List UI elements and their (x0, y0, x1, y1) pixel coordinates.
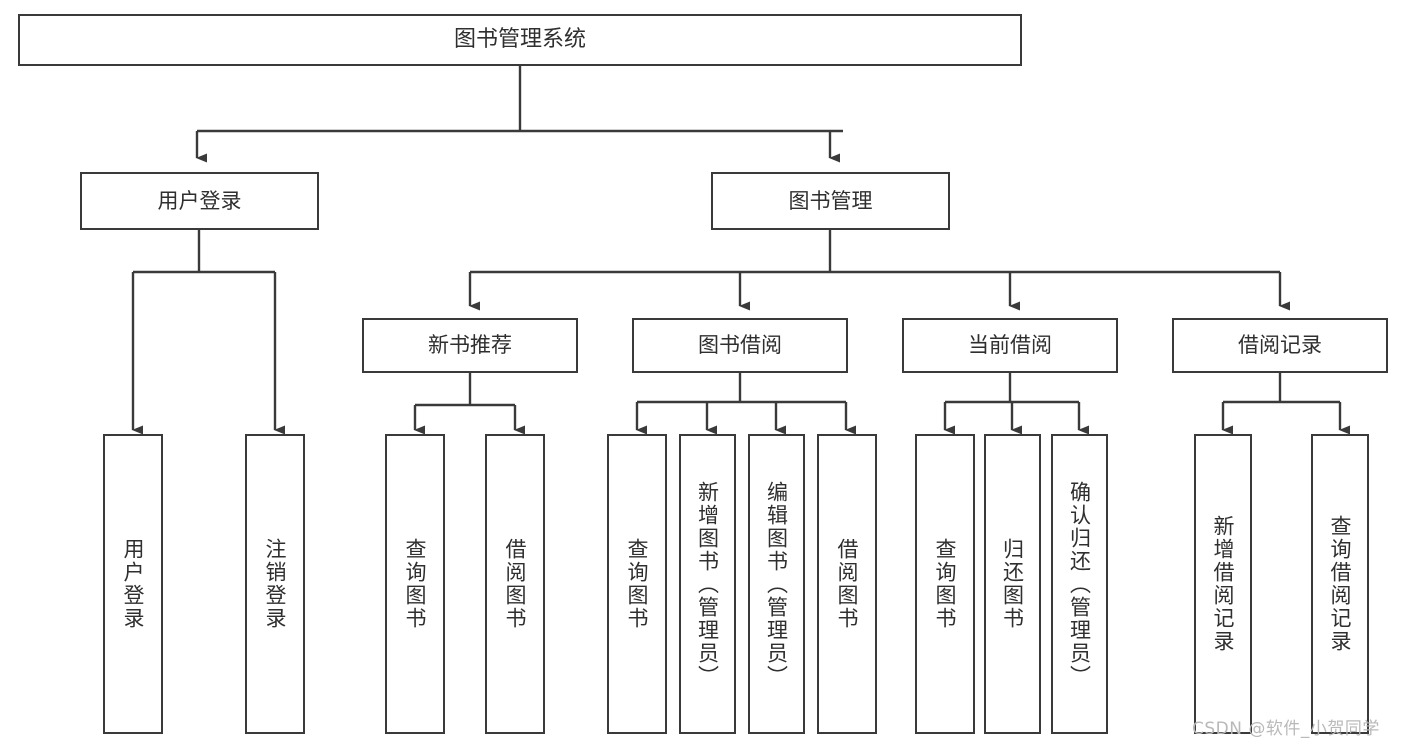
node-label: 用户登录 (157, 188, 242, 213)
node-label: 借阅图书 (503, 538, 528, 630)
node-user-login[interactable]: 用户登录 (80, 172, 319, 230)
node-label: 借阅记录 (1238, 333, 1322, 358)
node-new-book-recommend[interactable]: 新书推荐 (362, 318, 578, 373)
leaf-new-book-query-book[interactable]: 查询图书 (385, 434, 445, 734)
leaf-book-borrow-borrow-book[interactable]: 借阅图书 (817, 434, 877, 734)
node-label: 用户登录 (121, 538, 146, 630)
node-label: 新增借阅记录 (1211, 515, 1236, 653)
leaf-current-borrow-return-book[interactable]: 归还图书 (984, 434, 1041, 734)
leaf-new-book-borrow-book[interactable]: 借阅图书 (485, 434, 545, 734)
node-borrow-record[interactable]: 借阅记录 (1172, 318, 1388, 373)
leaf-book-borrow-add-book-admin[interactable]: 新增图书（管理员） (679, 434, 736, 734)
node-current-borrow[interactable]: 当前借阅 (902, 318, 1118, 373)
node-label: 查询图书 (625, 538, 650, 630)
node-label: 借阅图书 (835, 538, 860, 630)
leaf-user-login-login[interactable]: 用户登录 (103, 434, 163, 734)
node-label: 查询借阅记录 (1328, 515, 1353, 653)
node-label: 确认归还（管理员） (1067, 480, 1092, 688)
node-label: 归还图书 (1000, 538, 1025, 630)
leaf-current-borrow-query-book[interactable]: 查询图书 (915, 434, 975, 734)
leaf-current-borrow-confirm-return-admin[interactable]: 确认归还（管理员） (1051, 434, 1108, 734)
node-book-management[interactable]: 图书管理 (711, 172, 950, 230)
node-label: 查询图书 (403, 538, 428, 630)
node-root-book-management-system[interactable]: 图书管理系统 (18, 14, 1022, 66)
leaf-book-borrow-query-book[interactable]: 查询图书 (607, 434, 667, 734)
node-label: 当前借阅 (968, 333, 1052, 358)
node-book-borrow[interactable]: 图书借阅 (632, 318, 848, 373)
node-label: 图书管理系统 (453, 27, 586, 53)
leaf-borrow-record-query-record[interactable]: 查询借阅记录 (1311, 434, 1369, 734)
leaf-book-borrow-edit-book-admin[interactable]: 编辑图书（管理员） (748, 434, 805, 734)
node-label: 新增图书（管理员） (695, 480, 720, 688)
node-label: 编辑图书（管理员） (764, 480, 789, 688)
leaf-user-login-logout[interactable]: 注销登录 (245, 434, 305, 734)
node-label: 图书借阅 (698, 333, 782, 358)
node-label: 查询图书 (933, 538, 958, 630)
node-label: 新书推荐 (428, 333, 512, 358)
node-label: 图书管理 (788, 188, 873, 213)
csdn-watermark: CSDN @软件_小贺同学 (1192, 719, 1380, 739)
node-label: 注销登录 (263, 538, 288, 630)
leaf-borrow-record-add-record[interactable]: 新增借阅记录 (1194, 434, 1252, 734)
